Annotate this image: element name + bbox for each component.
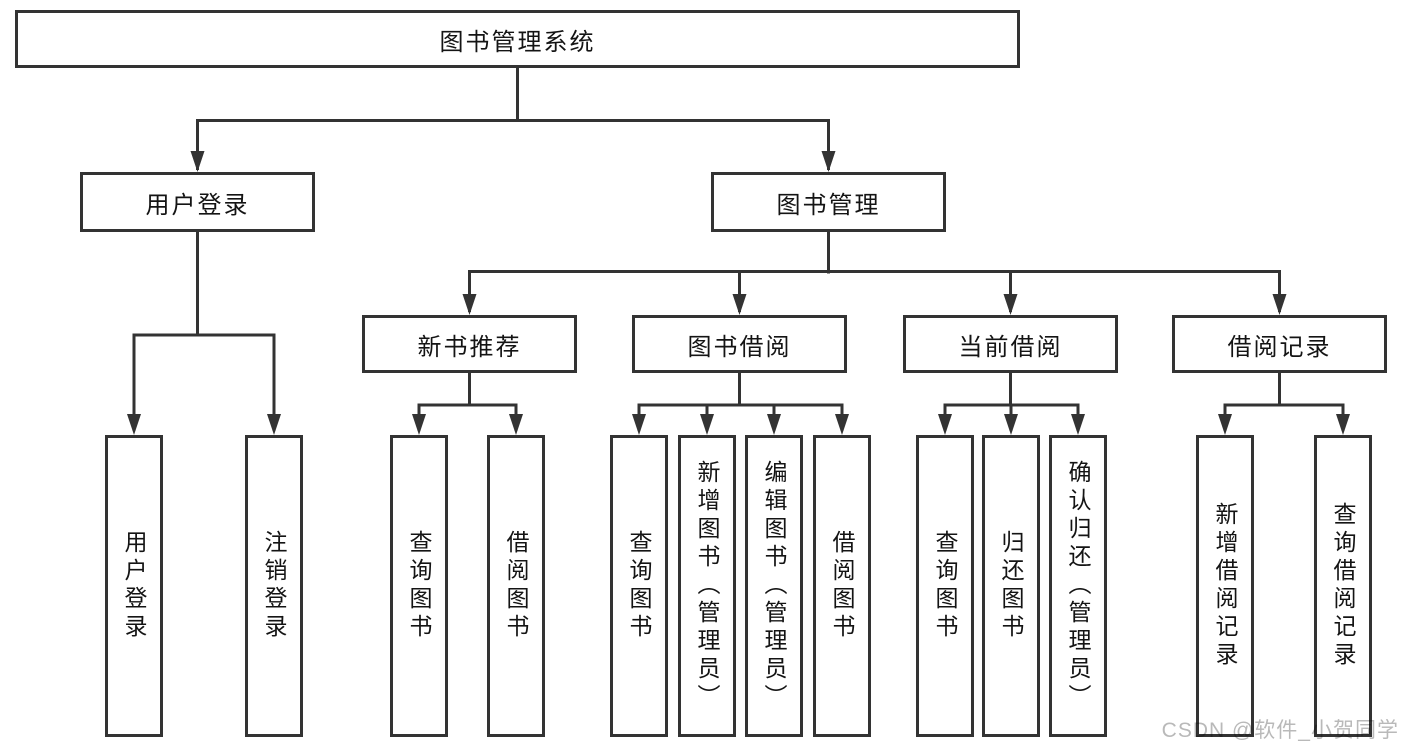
node-new-book-recommend: 新书推荐 [362, 315, 577, 373]
leaf-br-query-record: 查询借阅记录 [1314, 435, 1372, 737]
node-book-borrowing: 图书借阅 [632, 315, 847, 373]
leaf-bb-query-books: 查询图书 [610, 435, 668, 737]
node-user-login-branch: 用户登录 [80, 172, 315, 232]
leaf-bb-edit-books-admin: 编辑图书（管理员） [745, 435, 803, 737]
leaf-br-add-record: 新增借阅记录 [1196, 435, 1254, 737]
leaf-bb-add-books-admin: 新增图书（管理员） [678, 435, 736, 737]
leaf-user-login: 用户登录 [105, 435, 163, 737]
node-borrowing-records: 借阅记录 [1172, 315, 1387, 373]
leaf-cb-confirm-return-admin: 确认归还（管理员） [1049, 435, 1107, 737]
leaf-cb-return-books: 归还图书 [982, 435, 1040, 737]
leaf-bb-borrow-books: 借阅图书 [813, 435, 871, 737]
arrowhead-icons [127, 151, 1350, 435]
leaf-nb-borrow-books: 借阅图书 [487, 435, 545, 737]
node-book-management-branch: 图书管理 [711, 172, 946, 232]
node-library-management-system: 图书管理系统 [15, 10, 1020, 68]
leaf-nb-query-books: 查询图书 [390, 435, 448, 737]
leaf-cb-query-books: 查询图书 [916, 435, 974, 737]
node-current-borrowing: 当前借阅 [903, 315, 1118, 373]
leaf-logout-login: 注销登录 [245, 435, 303, 737]
